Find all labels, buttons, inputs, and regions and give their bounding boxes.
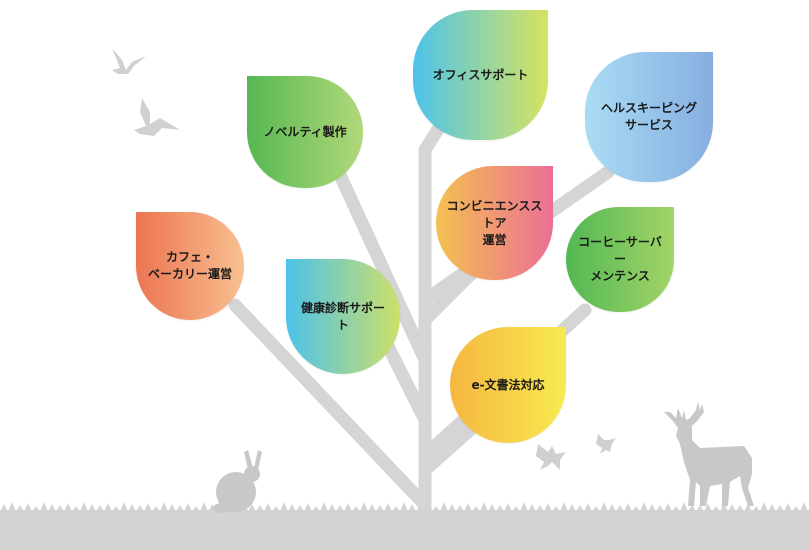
- deer-icon: [664, 402, 754, 506]
- leaf-label: コーヒーサーバー メンテンス: [578, 235, 662, 283]
- bird-icon: [112, 48, 146, 74]
- leaf-label: コンビニエンスストア 運営: [446, 198, 543, 247]
- leaf-convenience: コンビニエンスストア 運営: [436, 166, 553, 280]
- butterfly-icon: [536, 444, 566, 470]
- leaf-label: オフィスサポート: [432, 67, 529, 82]
- leaf-label: ヘルスキーピング サービス: [600, 101, 697, 132]
- leaf-label: 健康診断サポート: [300, 300, 385, 332]
- branch-edoc: [418, 423, 477, 477]
- leaf-coffee: コーヒーサーバー メンテンス: [566, 207, 674, 312]
- leaf-office-support: オフィスサポート: [413, 10, 548, 140]
- leaf-cafe: カフェ・ ベーカリー運営: [136, 212, 244, 320]
- leaf-label: e-文書法対応: [471, 377, 545, 392]
- branch-left-low: [228, 298, 432, 512]
- leaf-novelty: ノベルティ製作: [247, 76, 363, 188]
- bird-icon: [134, 98, 180, 136]
- grass-ground: [0, 502, 809, 550]
- rabbit-icon: [213, 450, 262, 513]
- branch-convenience: [418, 263, 482, 327]
- leaf-label: カフェ・ ベーカリー運営: [147, 250, 232, 281]
- leaf-label: ノベルティ製作: [263, 124, 347, 139]
- leaf-edoc: e-文書法対応: [450, 327, 566, 443]
- leaf-checkup: 健康診断サポート: [286, 259, 400, 374]
- butterfly-icon: [596, 434, 616, 454]
- leaf-health: ヘルスキーピング サービス: [585, 52, 713, 182]
